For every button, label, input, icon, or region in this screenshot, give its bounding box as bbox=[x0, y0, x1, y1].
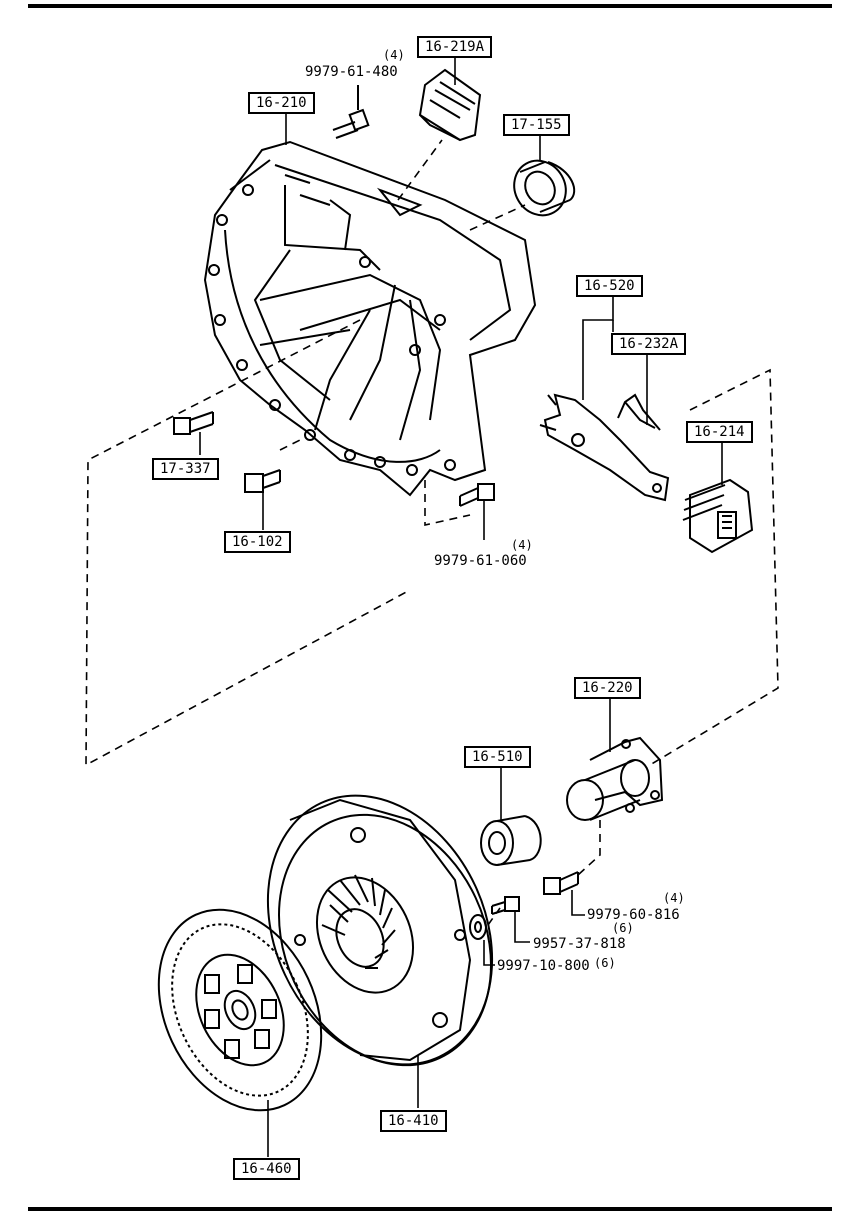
bolt-9979-61-480 bbox=[332, 85, 370, 139]
bolt-17-337 bbox=[173, 411, 214, 435]
callout-16-510: 16-510 bbox=[464, 746, 531, 768]
qty-9957-37-818: (6) bbox=[612, 921, 634, 935]
release-fork-boot bbox=[418, 68, 482, 142]
bolt-9957-37-818 bbox=[491, 896, 520, 915]
callout-16-220: 16-220 bbox=[574, 677, 641, 699]
callout-16-214: 16-214 bbox=[686, 421, 753, 443]
callout-16-410: 16-410 bbox=[380, 1110, 447, 1132]
spring-clip bbox=[617, 393, 661, 431]
callout-16-210: 16-210 bbox=[248, 92, 315, 114]
bolt-9979-61-060 bbox=[459, 483, 495, 507]
release-bearing bbox=[480, 815, 542, 866]
qty-9979-61-480: (4) bbox=[383, 48, 405, 62]
leader-lines bbox=[199, 55, 723, 1157]
part-9997-10-800: 9997-10-800 bbox=[497, 958, 590, 974]
dashed-connectors bbox=[85, 139, 779, 926]
bearing-guide bbox=[566, 736, 664, 821]
callout-17-155: 17-155 bbox=[503, 114, 570, 136]
clutch-housing bbox=[203, 140, 537, 497]
qty-9997-10-800: (6) bbox=[594, 956, 616, 970]
top-border bbox=[28, 4, 832, 8]
callout-16-232A: 16-232A bbox=[611, 333, 687, 355]
part-9957-37-818: 9957-37-818 bbox=[533, 936, 626, 952]
slave-cylinder bbox=[682, 478, 754, 554]
callout-16-219A: 16-219A bbox=[417, 36, 493, 58]
callout-16-520: 16-520 bbox=[576, 275, 643, 297]
qty-9979-61-060: (4) bbox=[511, 538, 533, 552]
callout-16-460: 16-460 bbox=[233, 1158, 300, 1180]
qty-9979-60-816: (4) bbox=[663, 891, 685, 905]
bottom-border bbox=[28, 1207, 832, 1211]
release-fork bbox=[539, 393, 670, 502]
part-9979-60-816: 9979-60-816 bbox=[587, 907, 680, 923]
oil-seal bbox=[513, 159, 576, 217]
bolt-9979-60-816 bbox=[543, 871, 579, 895]
callout-17-337: 17-337 bbox=[152, 458, 219, 480]
callout-16-102: 16-102 bbox=[224, 531, 291, 553]
part-9979-61-480: 9979-61-480 bbox=[305, 64, 398, 80]
bolt-16-102 bbox=[244, 469, 281, 493]
clutch-disc bbox=[157, 908, 323, 1112]
part-9979-61-060: 9979-61-060 bbox=[434, 553, 527, 569]
